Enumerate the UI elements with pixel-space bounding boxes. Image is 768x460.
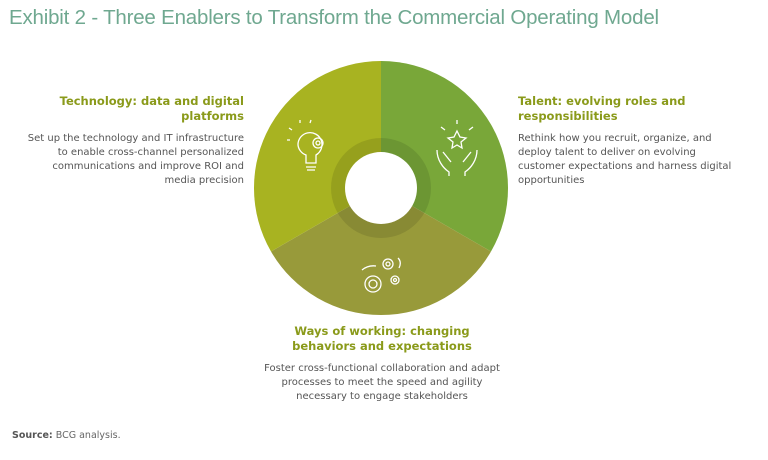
source-text: BCG analysis.: [55, 430, 121, 441]
exhibit-title: Exhibit 2 - Three Enablers to Transform …: [9, 6, 659, 29]
source-label: Source:: [12, 430, 53, 441]
ways-of-working-block: Ways of working: changing behaviors and …: [262, 324, 502, 404]
technology-heading: Technology: data and digital platforms: [59, 94, 244, 123]
hands-star-icon: [436, 120, 478, 176]
talent-heading: Talent: evolving roles and responsibilit…: [518, 94, 686, 123]
technology-block: Technology: data and digital platforms S…: [20, 94, 244, 188]
technology-body: Set up the technology and IT infrastruct…: [27, 133, 244, 186]
donut-hole: [345, 152, 417, 224]
segment-ways-of-working: [271, 188, 491, 316]
ways-of-working-heading: Ways of working: changing behaviors and …: [292, 324, 472, 353]
source-note: Source: BCG analysis.: [12, 430, 121, 441]
gears-icon: [361, 257, 401, 293]
talent-block: Talent: evolving roles and responsibilit…: [518, 94, 738, 188]
lightbulb-gear-icon: [287, 119, 324, 171]
talent-body: Rethink how you recruit, organize, and d…: [518, 133, 732, 186]
ways-of-working-body: Foster cross-functional collaboration an…: [264, 363, 500, 402]
